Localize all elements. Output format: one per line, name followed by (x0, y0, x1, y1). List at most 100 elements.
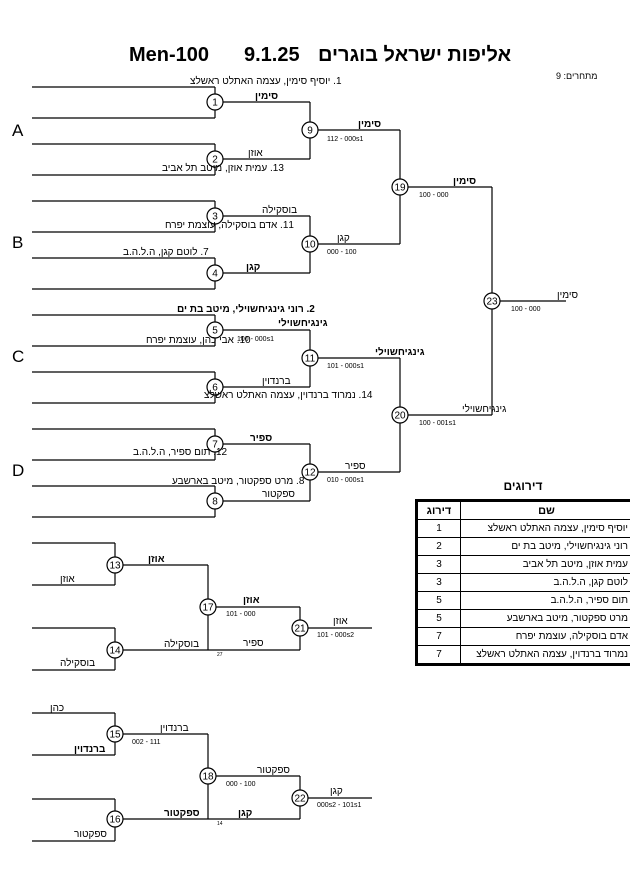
match-node: 14 (106, 641, 124, 659)
match-winner: אוזן (333, 616, 348, 627)
match-score: 100 - 000s1 (237, 336, 274, 343)
match-number: 6 (212, 383, 218, 394)
match-score: 010 - 000s1 (327, 477, 364, 484)
ranking-place: 3 (417, 555, 461, 574)
match-circle (206, 321, 224, 339)
pool-letter-d: D (12, 461, 25, 480)
ranking-name: לוטם קגן, ה.ל.ה.ב (460, 573, 630, 592)
match-circle (391, 178, 409, 196)
match-winner: גינגיחשוילי (375, 346, 425, 358)
match-winner: קגן (246, 262, 260, 273)
match-number: 8 (212, 497, 218, 508)
match-loser: אוזן (248, 148, 263, 159)
rankings-header-rank: דירוג (417, 501, 461, 520)
match-winner: גינגיחשוילי (462, 403, 506, 415)
participants-count: מתחרים: 9 (556, 71, 598, 81)
match-score: 101 - 000s2 (317, 632, 354, 639)
entry-label: 1. יוסיף סימין, עצמה האתלט ראשלצ (190, 75, 342, 87)
ranking-name: עמית אוזן, מיטב תל אביב (460, 555, 630, 574)
match-number: 20 (394, 411, 406, 422)
match-circle (106, 641, 124, 659)
rankings-caption: דירוגים (503, 479, 543, 493)
ranking-place: 1 (417, 519, 461, 538)
match-score: 101 - 000s1 (327, 363, 364, 370)
match-number: 14 (109, 646, 121, 657)
match-node: 7 (206, 435, 224, 453)
match-node: 20 (391, 406, 409, 424)
match-circle (206, 378, 224, 396)
match-number: 12 (304, 468, 316, 479)
match-number: 5 (212, 326, 218, 337)
tournament-name: אליפות ישראל בוגרים (318, 44, 512, 66)
match-number: 19 (394, 183, 406, 194)
ranking-name: יוסיף סימין, עצמה האתלט ראשלצ (460, 519, 630, 538)
match-lower-small: 14 (217, 821, 223, 827)
match-node: 2 (206, 150, 224, 168)
entry-label: 2. רוני גינגיחשוילי, מיטב בת ים (177, 303, 315, 315)
entry-label: 10. אבי כהן, עוצמת יפרח (146, 335, 251, 346)
match-circle (301, 121, 319, 139)
match-node: 1 (206, 93, 224, 111)
match-circle (199, 598, 217, 616)
match-number: 9 (307, 126, 313, 137)
match-number: 18 (202, 772, 214, 783)
match-number: 16 (109, 815, 121, 826)
pool-letter-a: A (12, 121, 24, 140)
pool-letter-b: B (12, 233, 24, 252)
ranking-name: מרט ספקטור, מיטב בארשבע (460, 609, 630, 628)
match-node: 17 (199, 598, 217, 616)
rankings-header-name: שם (460, 501, 630, 520)
ranking-name: נמרוד ברנדוין, עצמה האתלט ראשלצ (460, 645, 630, 664)
match-score: 002 - 111 (132, 739, 161, 746)
match-circle (391, 406, 409, 424)
pool-letter-c: C (12, 347, 25, 366)
match-number: 21 (294, 624, 306, 635)
match-circle (206, 207, 224, 225)
match-score: 101 - 000 (226, 611, 256, 618)
match-number: 23 (486, 297, 498, 308)
event-title: Men-100 (129, 44, 210, 66)
match-score: 000 - 100 (327, 249, 357, 256)
match-node: 23 (483, 292, 501, 310)
match-lower-small: 27 (217, 652, 223, 658)
match-circle (106, 810, 124, 828)
match-node: 6 (206, 378, 224, 396)
entry-label: 14. נמרוד ברנדוין, עצמה האתלט ראשלצ (204, 389, 373, 401)
match-winner: סימין (358, 119, 381, 130)
match-winner: ספיר (345, 461, 366, 472)
match-node: 4 (206, 264, 224, 282)
match-winner: סימין (453, 176, 476, 187)
match-circle (301, 463, 319, 481)
match-node: 3 (206, 207, 224, 225)
repechage-name: בוסקילה (60, 657, 95, 669)
ranking-place: 7 (417, 645, 461, 664)
ranking-place: 5 (417, 609, 461, 628)
match-number: 17 (202, 603, 214, 614)
match-winner: ספקטור (262, 489, 295, 500)
entry-label: 12. תום ספיר, ה.ל.ה.ב (133, 446, 228, 458)
ranking-place: 7 (417, 627, 461, 646)
entry-label: 8. מרט ספקטור, מיטב בארשבע (172, 476, 305, 487)
match-node: 5 (206, 321, 224, 339)
match-node: 15 (106, 725, 124, 743)
ranking-place: 5 (417, 591, 461, 610)
match-number: 15 (109, 730, 121, 741)
match-winner: בוסקילה (262, 204, 297, 216)
entry-label: 7. לוטם קגן, ה.ל.ה.ב (123, 246, 209, 258)
ranking-name: אדם בוסקילה, עוצמת יפרח (460, 627, 630, 646)
match-winner: אוזן (148, 554, 165, 565)
match-number: 10 (304, 240, 316, 251)
match-number: 7 (212, 440, 218, 451)
match-number: 22 (294, 794, 306, 805)
repechage-name: אוזן (60, 574, 75, 585)
match-number: 13 (109, 561, 121, 572)
match-winner: ספקטור (257, 765, 290, 776)
match-winner: קגן (330, 786, 343, 797)
